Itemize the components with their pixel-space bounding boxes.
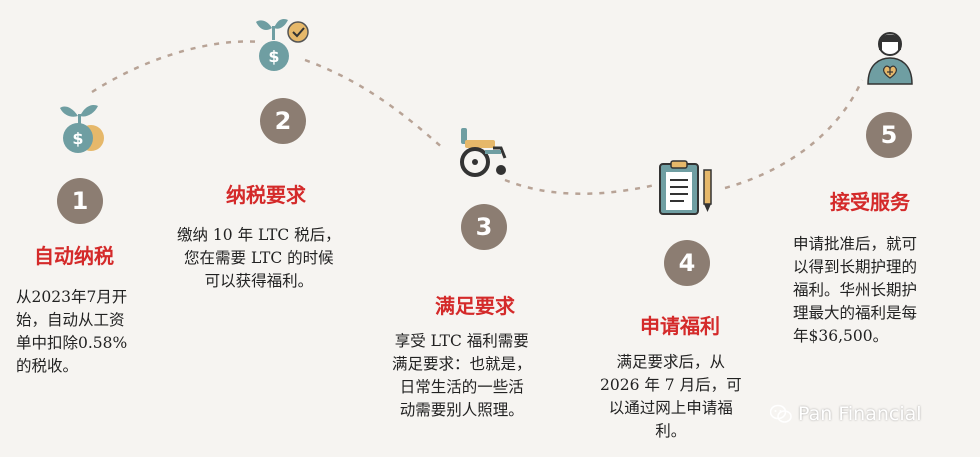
step-1-number: 1: [57, 178, 103, 224]
step-1-desc-line: 单中扣除0.58%: [16, 334, 128, 352]
step-5-title: 接受服务: [830, 190, 910, 214]
step-4-title: 申请福利: [640, 314, 720, 338]
step-4-desc-line: 以通过网上申请福: [608, 399, 733, 417]
step-4-description: 满足要求后，从 2026 年 7 月后，可 以通过网上申请福 利。: [600, 351, 742, 443]
step-1-description: 从2023年7月开 始，自动从工资 单中扣除0.58% 的税收。: [16, 286, 127, 378]
step-3-number: 3: [461, 204, 507, 250]
step-1-title: 自动纳税: [34, 244, 114, 268]
step-2-desc-line: 您在需要 LTC 的时候: [184, 249, 334, 267]
step-5-desc-line: 理最大的福利是每: [793, 304, 918, 322]
step-3-desc-line: 日常生活的一些活: [399, 378, 524, 396]
step-2-title: 纳税要求: [226, 183, 306, 207]
money-plant-icon: $: [60, 105, 104, 153]
step-2-number: 2: [260, 98, 306, 144]
wheelchair-icon: [460, 128, 507, 177]
clipboard-pen-icon: [659, 160, 712, 215]
step-1-desc-line: 从2023年7月开: [16, 288, 128, 306]
step-4-desc-line: 利。: [655, 422, 687, 440]
step-3-description: 享受 LTC 福利需要 满足要求：也就是， 日常生活的一些活 动需要别人照理。: [392, 330, 532, 422]
step-5-description: 申请批准后，就可 以得到长期护理的 福利。华州长期护 理最大的福利是每 年$36…: [793, 233, 917, 348]
money-check-icon: $: [256, 18, 309, 71]
step-5-number: 5: [866, 112, 912, 158]
step-3-desc-line: 享受 LTC 福利需要: [394, 332, 529, 350]
step-1-desc-line: 的税收。: [16, 357, 79, 375]
step-5-desc-line: 福利。华州长期护: [793, 281, 918, 299]
watermark: Pan Financial: [770, 403, 922, 425]
step-2-description: 缴纳 10 年 LTC 税后， 您在需要 LTC 的时候 可以获得福利。: [177, 224, 341, 293]
wechat-icon: [770, 404, 792, 423]
step-5-desc-line: 申请批准后，就可: [793, 235, 918, 253]
nurse-icon: [867, 32, 913, 85]
svg-text:$: $: [72, 129, 83, 148]
step-2-desc-line: 缴纳 10 年 LTC 税后，: [177, 226, 341, 244]
step-4-desc-line: 2026 年 7 月后，可: [600, 376, 742, 394]
step-3-title: 满足要求: [435, 294, 515, 318]
step-4-number: 4: [664, 240, 710, 286]
watermark-text: Pan Financial: [798, 403, 922, 425]
svg-text:$: $: [268, 47, 279, 66]
step-3-desc-line: 动需要别人照理。: [399, 401, 524, 419]
step-1-desc-line: 始，自动从工资: [16, 311, 125, 329]
step-5-desc-line: 年$36,500。: [793, 327, 889, 345]
step-4-desc-line: 满足要求后，从: [616, 353, 726, 371]
step-2-desc-line: 可以获得福利。: [204, 272, 314, 290]
step-3-desc-line: 满足要求：也就是，: [392, 355, 532, 373]
step-5-desc-line: 以得到长期护理的: [793, 258, 918, 276]
